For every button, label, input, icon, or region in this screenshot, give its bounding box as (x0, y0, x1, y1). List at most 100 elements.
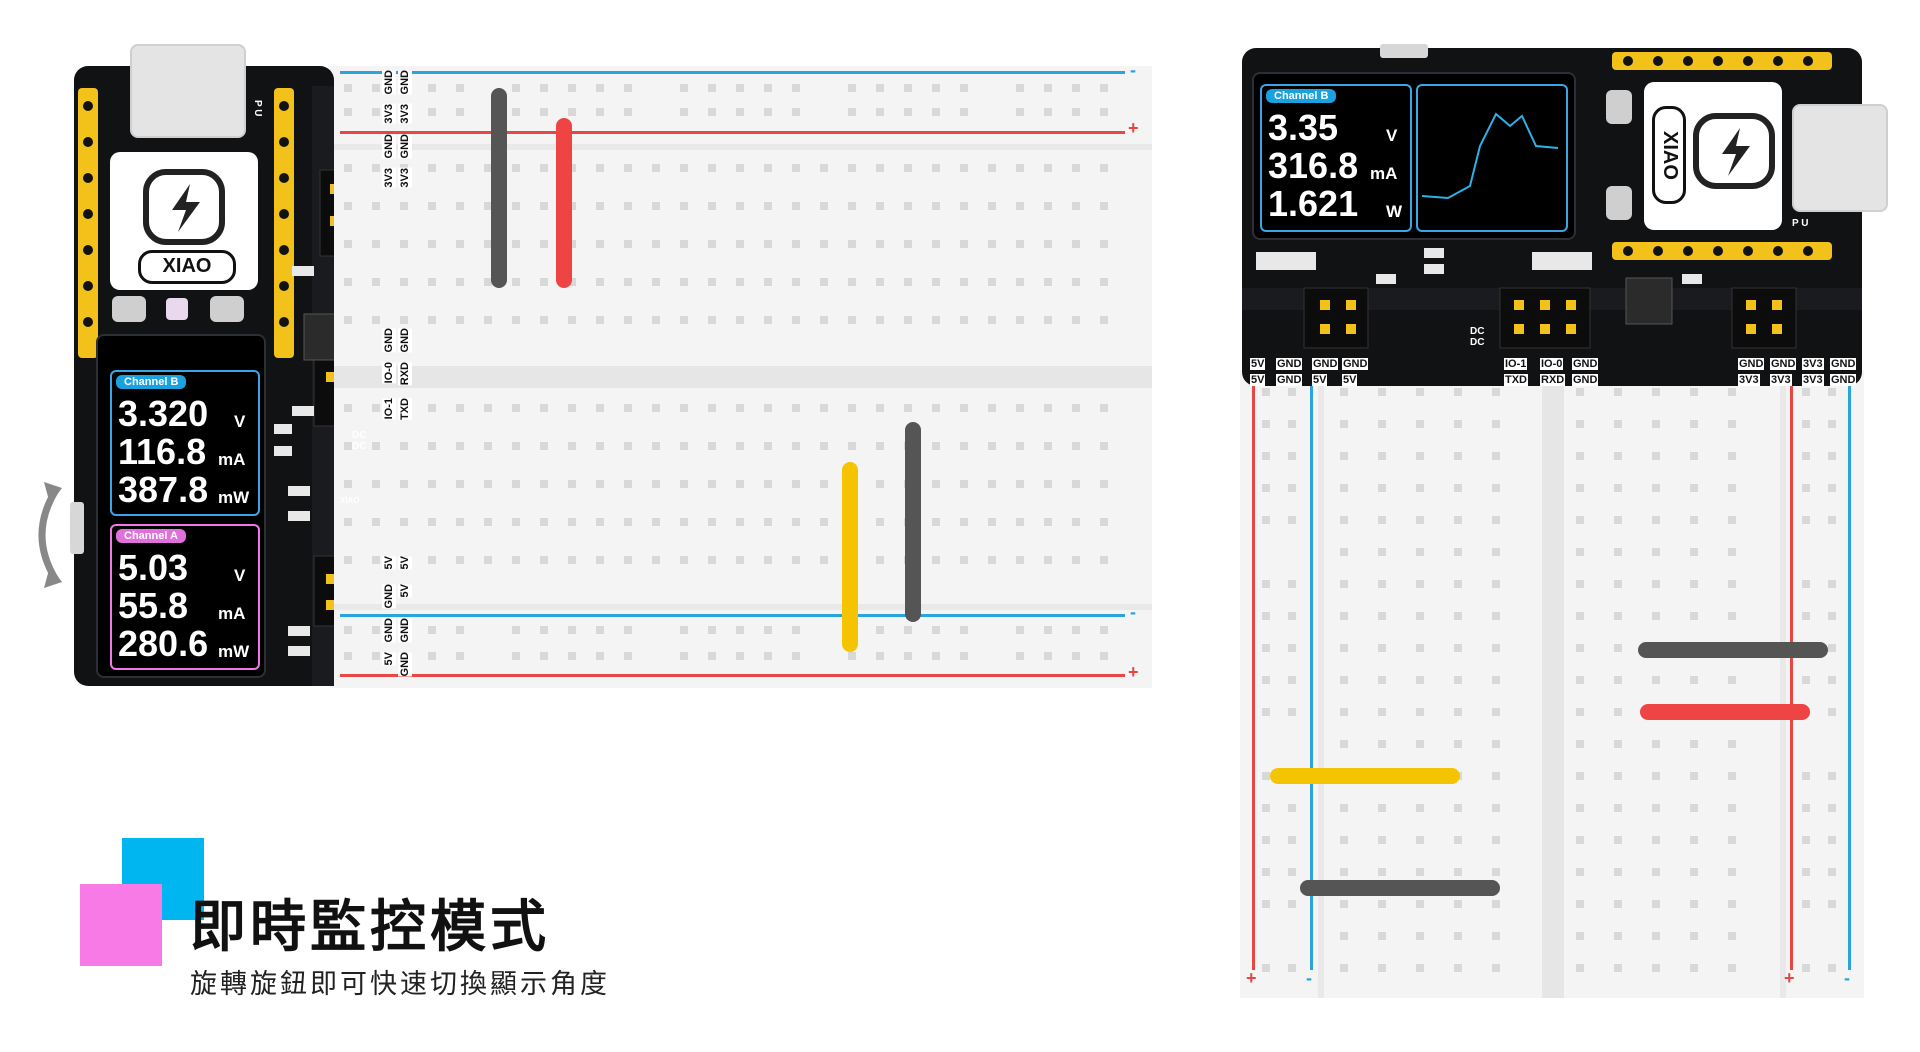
pin-label: GND (1738, 358, 1765, 370)
right-rail-blue-right (1848, 380, 1851, 970)
left-chip-label: XIAO (340, 496, 360, 505)
pin-label: GND (382, 70, 396, 95)
left-boot-button[interactable] (210, 296, 244, 322)
right-pins-row2: 5V GND 5V 5V TXD RXD GND 3V3 3V3 3V3 GND (1250, 374, 1860, 388)
left-reset-button[interactable] (112, 296, 146, 322)
pin-label: GND (398, 618, 412, 643)
left-rail-blue-top (340, 71, 1125, 74)
wire-yellow-right[interactable] (1270, 768, 1460, 784)
right-device-decoration (1242, 52, 1862, 349)
wire-gray-left-1[interactable] (491, 88, 507, 288)
pin-label: 5V (382, 556, 396, 570)
right-b-current-unit: mA (1370, 164, 1398, 183)
pin-label: 3V3 (382, 104, 396, 124)
left-xiao-logo-text: XIAO (138, 250, 236, 284)
pin-label: GND (382, 134, 396, 159)
pin-label: GND (382, 618, 396, 643)
left-b-current-unit: mA (218, 450, 246, 469)
left-pins-bottom: 5V GND GND 5V 5V 5V GND GND (382, 556, 416, 677)
right-b-power: 1.621 (1268, 183, 1359, 224)
wire-yellow-left[interactable] (842, 462, 858, 652)
left-a-voltage: 5.03 (118, 547, 189, 588)
left-usb-c-port[interactable] (130, 44, 246, 138)
pin-label: IO-0 (1540, 358, 1564, 370)
left-b-voltage-unit: V (234, 412, 246, 431)
pin-label: GND (398, 652, 412, 677)
left-rail-red-top (340, 131, 1125, 134)
pin-label: RXD (398, 362, 412, 386)
pin-label: 5V (1312, 374, 1328, 386)
pin-label: GND (398, 328, 412, 353)
pin-label: RXD (1540, 374, 1566, 386)
right-rail-blue-left (1310, 380, 1313, 970)
rotate-arrows-icon (22, 480, 62, 590)
left-a-current-unit: mA (218, 604, 246, 623)
pin-label: GND (1342, 358, 1369, 370)
right-rail-plus-left: + (1246, 968, 1257, 988)
left-a-current: 55.8 (118, 585, 189, 626)
pin-label: 3V3 (398, 168, 412, 188)
left-a-voltage-unit: V (234, 566, 246, 585)
left-channel-b-panel: Channel B 3.320 V 116.8 mA 387.8 mW (110, 370, 260, 516)
pin-label: 3V3 (1770, 374, 1792, 386)
caption-title: 即時監控模式 (190, 895, 550, 960)
right-b-voltage-unit: V (1386, 126, 1398, 145)
pin-label: GND (1572, 374, 1599, 386)
left-a-power-unit: mW (218, 642, 250, 661)
pin-label: GND (1770, 358, 1797, 370)
pin-label: 3V3 (1802, 374, 1824, 386)
left-pins-top: GND 3V3 GND 3V3 GND 3V3 GND 3V3 (382, 70, 416, 190)
left-rotary-knob[interactable] (70, 502, 84, 554)
pin-label: 3V3 (398, 104, 412, 124)
left-a-power: 280.6 (118, 623, 209, 664)
right-channel-b-tag: Channel B (1266, 89, 1337, 103)
left-rail-plus-bottom: + (1128, 662, 1139, 682)
right-usb-c-port[interactable] (1792, 104, 1888, 212)
accent-square-pink (80, 884, 162, 966)
pin-label: 5V (398, 584, 412, 598)
left-rail-minus-bottom: - (1130, 602, 1136, 622)
wire-gray-right-2[interactable] (1300, 880, 1500, 896)
right-rail-minus-right: - (1844, 968, 1850, 988)
right-b-power-unit: W (1386, 202, 1403, 221)
pin-label: 3V3 (382, 168, 396, 188)
pin-label: TXD (1504, 374, 1528, 386)
pin-label: IO-1 (382, 398, 396, 420)
right-breadboard-holes (1262, 370, 1836, 998)
right-waveform-panel (1416, 84, 1568, 232)
right-rotary-knob[interactable] (1380, 44, 1428, 58)
waveform-graph (1421, 112, 1559, 200)
left-channel-b-tag: Channel B (116, 375, 187, 389)
right-reset-button[interactable] (1606, 90, 1632, 124)
pin-label: GND (398, 70, 412, 95)
right-xiao-logo-text: XIAO (1652, 106, 1686, 204)
right-b-voltage: 3.35 (1268, 107, 1339, 148)
pin-label: GND (1830, 374, 1857, 386)
left-dcdc-label: DC DC (352, 430, 367, 452)
left-pwr-mark: P U (252, 100, 263, 117)
right-dcdc-label: DC DC (1470, 326, 1485, 348)
pin-label: GND (1276, 374, 1303, 386)
left-channel-a-tag: Channel A (116, 529, 186, 543)
left-led (166, 298, 188, 320)
pin-label: GND (1830, 358, 1857, 370)
wire-gray-left-2[interactable] (905, 422, 921, 622)
left-breadboard: - + - + (330, 60, 1152, 688)
left-channel-a-panel: Channel A 5.03 V 55.8 mA 280.6 mW (110, 524, 260, 670)
left-pins-mid: GND IO-0 IO-1 GND RXD TXD (382, 328, 416, 428)
left-b-voltage: 3.320 (118, 393, 209, 434)
pin-label: GND (382, 328, 396, 353)
right-boot-button[interactable] (1606, 186, 1632, 220)
pin-label: IO-1 (1504, 358, 1528, 370)
pin-label: 5V (398, 556, 412, 570)
pin-label: 3V3 (1738, 374, 1760, 386)
wire-red-right[interactable] (1640, 704, 1810, 720)
wire-gray-right-1[interactable] (1638, 642, 1828, 658)
lightning-logo-icon (140, 162, 228, 250)
left-rail-minus-top: - (1130, 60, 1136, 80)
right-pins-row1: 5V GND GND GND IO-1 IO-0 GND GND GND 3V3… (1250, 358, 1860, 372)
left-rail-plus-top: + (1128, 118, 1139, 138)
wire-red-left[interactable] (556, 118, 572, 288)
left-device-decoration (78, 86, 334, 686)
pin-label: IO-0 (382, 362, 396, 384)
